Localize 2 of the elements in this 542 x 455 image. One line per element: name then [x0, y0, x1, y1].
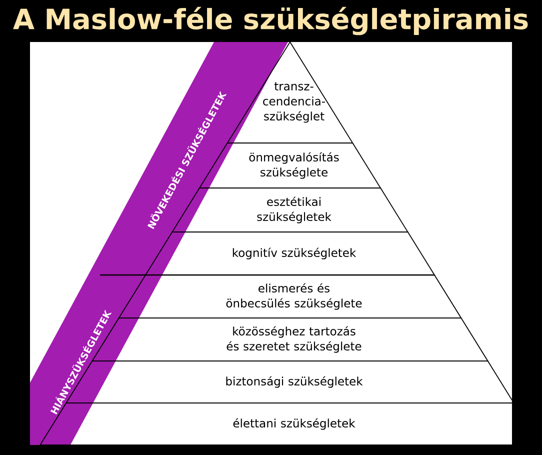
pyramid-level: elismerés és önbecsülés szükséglete — [118, 274, 462, 318]
title: A Maslow-féle szükségletpiramis — [13, 6, 528, 36]
